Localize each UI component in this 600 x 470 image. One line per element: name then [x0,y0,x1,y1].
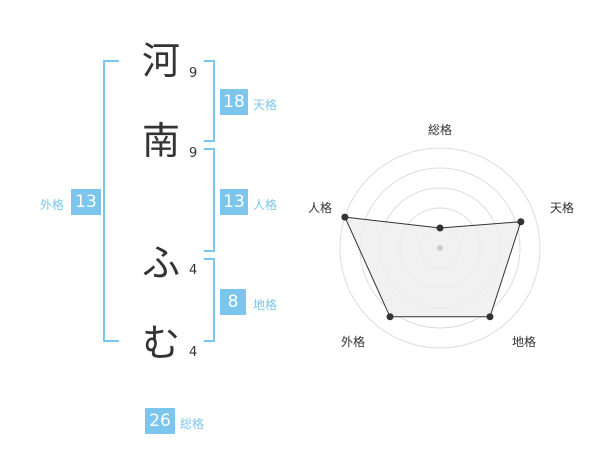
gaikaku-value-badge: 13 [71,189,101,215]
chikaku-label: 地格 [253,298,278,312]
stroke-count-4: 4 [189,345,198,360]
radar-point [436,224,444,232]
jinkaku-value-badge: 13 [220,189,248,215]
jinkaku-bracket [204,148,215,252]
radar-center-dot [437,245,443,251]
tenkaku-value-badge: 18 [220,89,248,115]
radar-axis-label-jinkaku: 人格 [308,200,332,215]
radar-axis-label-soukaku: 総格 [428,122,452,137]
stroke-count-3: 4 [189,263,198,278]
radar-value-polygon [344,216,522,318]
radar-point [486,313,494,321]
soukaku-label: 総格 [180,417,205,431]
tenkaku-bracket [204,60,215,142]
name-char-2: 南 [142,119,181,163]
radar-points [341,213,525,321]
stroke-count-1: 9 [189,66,198,81]
radar-point [386,313,394,321]
jinkaku-label: 人格 [253,198,278,212]
gaikaku-label: 外格 [40,198,65,212]
tenkaku-label: 天格 [253,98,278,112]
name-char-1: 河 [142,39,181,83]
radar-axis-label-gaikaku: 外格 [341,334,365,349]
radar-point [341,213,349,221]
name-char-4: む [142,321,181,365]
stroke-count-2: 9 [189,146,198,161]
radar-axis-label-chikaku: 地格 [512,334,536,349]
soukaku-value-badge: 26 [145,408,175,434]
chikaku-bracket [204,258,215,342]
radar-axis-label-tenkaku: 天格 [550,200,574,215]
radar-ring [339,147,541,349]
radar-point [517,218,525,226]
chikaku-value-badge: 8 [220,289,246,315]
name-char-3: ふ [142,241,181,285]
gaikaku-bracket [103,60,119,342]
